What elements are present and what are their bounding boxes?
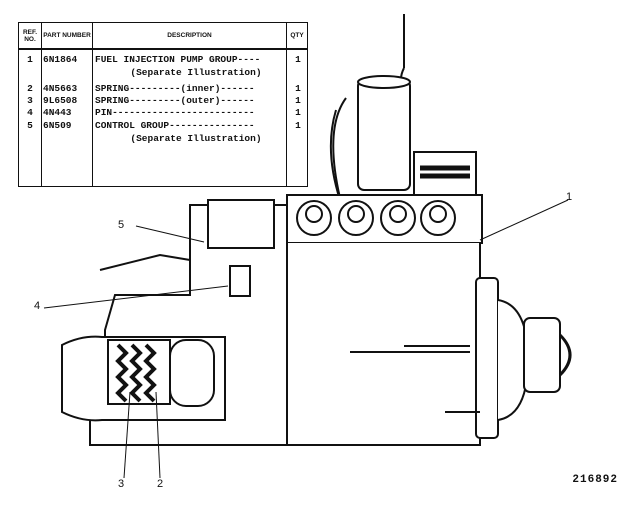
callout-2: 2 [157,478,164,490]
pin [229,265,251,297]
table-divider [286,23,287,186]
header-part-number: PART NUMBER [42,23,92,49]
header-description: DESCRIPTION [93,23,286,49]
spring-seat [169,339,215,407]
springs [115,343,157,403]
callout-1: 1 [566,191,573,203]
callout-5: 5 [118,219,125,231]
control-group [207,199,275,249]
solenoid [357,79,411,191]
parts-table: REF. NO. PART NUMBER DESCRIPTION QTY 1 6… [18,22,308,187]
drawing-number: 216892 [572,474,618,486]
injection-ports [296,200,456,236]
housing-body [286,243,481,446]
table-divider [41,23,42,186]
end-plate [475,277,499,439]
callout-3: 3 [118,478,125,490]
header-qty: QTY [287,23,307,49]
table-divider [92,23,93,186]
coupling [523,317,561,393]
callout-4: 4 [34,300,41,312]
header-ref: REF. NO. [19,23,41,49]
